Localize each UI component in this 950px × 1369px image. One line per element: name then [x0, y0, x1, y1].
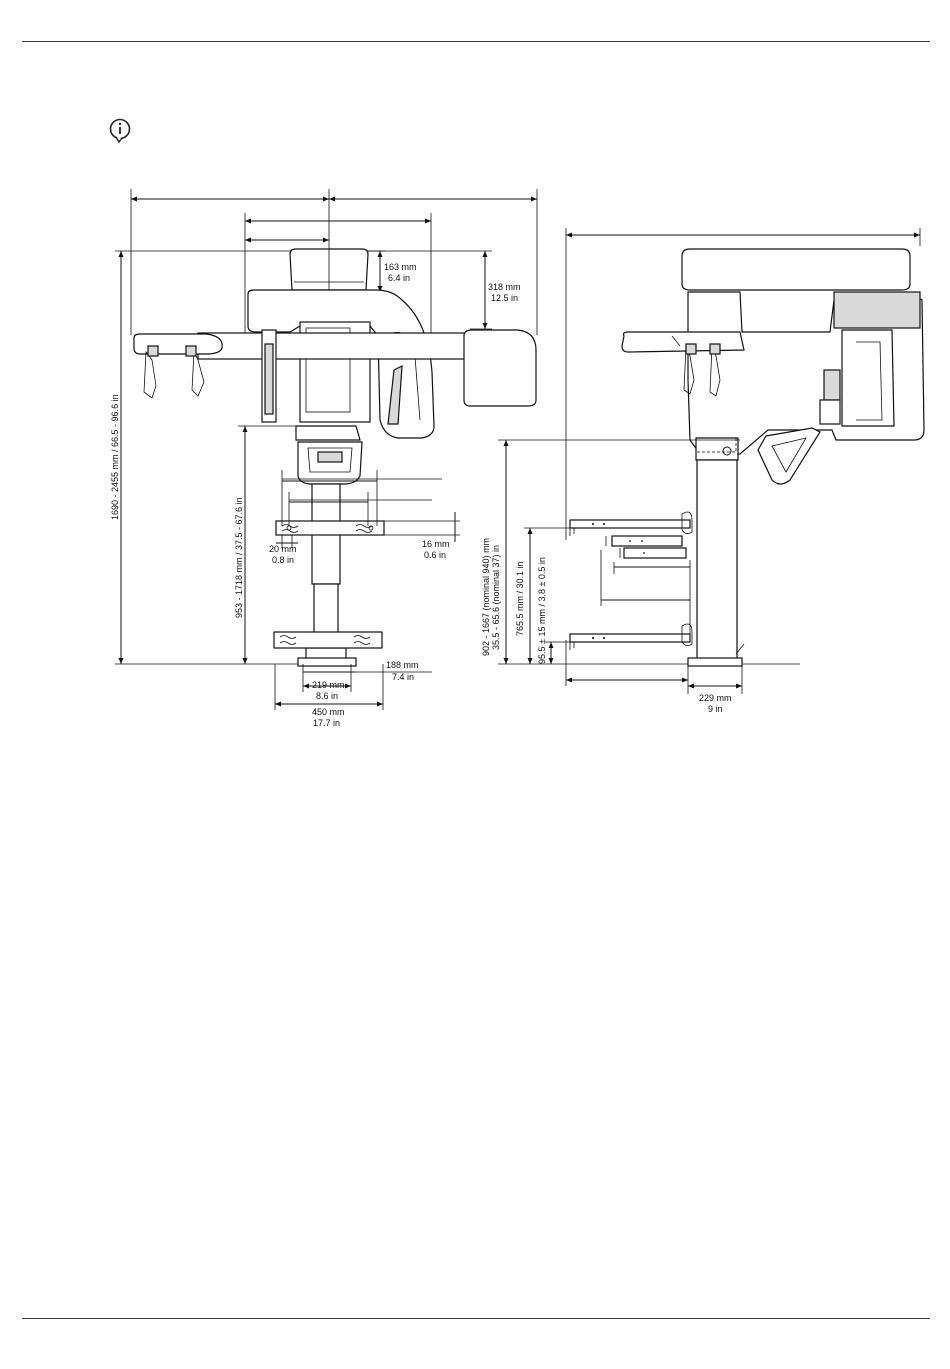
dim-seat-in: 35.5 - 65.6 (nominal 37) in [491, 545, 501, 650]
dim-sensor-in: 12.5 in [491, 293, 518, 303]
dim-base-side-mm: 229 mm [699, 693, 732, 703]
dim-bracket-in: 0.6 in [424, 550, 446, 560]
dim-seat-mm: 902 - 1667 (nominal 940) mm [481, 538, 491, 656]
dim-total-height: 1690 - 2455 mm / 66.5 - 96.6 in [110, 394, 120, 520]
dim-sensor-mm: 318 mm [488, 282, 521, 292]
dim-base-width-mm: 450 mm [312, 707, 345, 717]
footer-rule [22, 1318, 930, 1319]
dim-floor-bracket: 95.5 ± 15 mm / 3.8 ± 0.5 in [537, 557, 547, 664]
dim-hole-mm: 20 mm [269, 544, 297, 554]
dim-head-mm: 163 mm [384, 262, 417, 272]
dim-chin-height: 953 - 1718 mm / 37.5 - 67.6 in [234, 497, 244, 618]
dim-bracket-spacing: 765.5 mm / 30.1 in [515, 561, 525, 636]
dim-base-depth-in: 7.4 in [392, 672, 414, 682]
front-view [115, 189, 537, 710]
dim-base-side-in: 9 in [708, 704, 723, 714]
dim-base-depth-mm: 188 mm [386, 660, 419, 670]
dim-bracket-mm: 16 mm [422, 539, 450, 549]
dim-head-in: 6.4 in [388, 273, 410, 283]
dim-column-in: 8.6 in [316, 691, 338, 701]
dim-base-width-in: 17.7 in [313, 718, 340, 728]
dim-hole-in: 0.8 in [272, 555, 294, 565]
dim-column-mm: 219 mm [312, 680, 345, 690]
side-view [498, 228, 924, 694]
